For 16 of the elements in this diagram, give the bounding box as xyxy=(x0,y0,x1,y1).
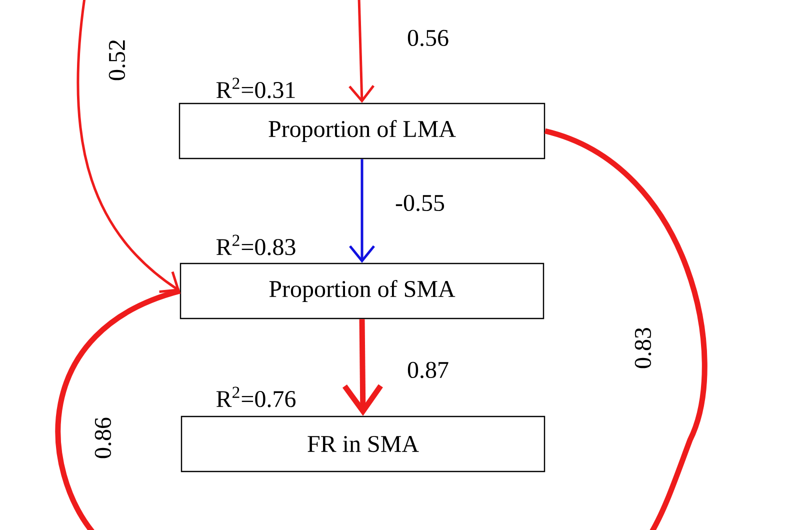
edge-label: 0.83 xyxy=(634,326,652,370)
edge-label: 0.52 xyxy=(108,38,126,82)
arrow xyxy=(342,319,383,416)
arrow xyxy=(76,0,180,294)
arrow xyxy=(348,0,375,103)
r-squared-label: R$^{2}$=0.83 xyxy=(216,234,296,256)
edge-label: 0.86 xyxy=(94,416,112,460)
process-box: FR in SMA xyxy=(180,416,546,472)
r-squared-label: R$^{2}$=0.31 xyxy=(216,78,295,98)
process-box: Proportion of SMA xyxy=(180,262,544,320)
process-box: Proportion of LMA xyxy=(178,102,546,160)
edge-label: 0.56 xyxy=(406,28,450,48)
edge-label: 0.87 xyxy=(406,360,450,380)
r-squared-label: R$^{2}$=0.76 xyxy=(216,386,296,408)
arrow xyxy=(349,159,375,263)
edge-label: -0.55 xyxy=(394,194,446,212)
